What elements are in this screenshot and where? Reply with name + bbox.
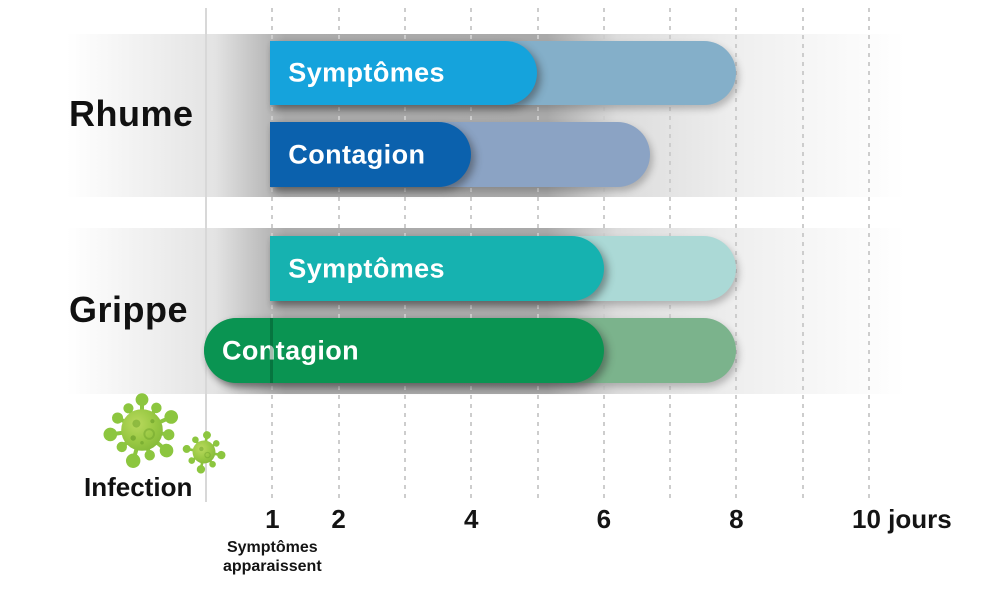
bar-label-grippe-contagion: Contagion xyxy=(222,335,360,365)
annotation-line-2: apparaissent xyxy=(222,558,322,575)
axis-tick-8: 8 xyxy=(729,504,744,534)
group-label-grippe: Grippe xyxy=(69,289,189,330)
group-label-rhume: Rhume xyxy=(69,93,194,134)
bar-rhume-symptomes: Symptômes xyxy=(270,41,538,105)
axis-tick-2: 2 xyxy=(331,504,346,534)
gridline-day-9 xyxy=(801,8,804,502)
bar-grippe-symptomes: Symptômes xyxy=(270,236,604,301)
bar-label-grippe-symptomes: Symptômes xyxy=(288,253,445,283)
axis-origin-line xyxy=(205,8,207,502)
gridline-day-10 xyxy=(868,8,870,502)
virus-icon-small xyxy=(182,431,226,474)
axis-tick-10: 10 jours xyxy=(852,504,952,534)
symptom-onset-divider xyxy=(270,318,274,383)
infection-label: Infection xyxy=(84,472,193,502)
virus-icon-large xyxy=(103,393,179,468)
gridline-day-8 xyxy=(735,8,738,502)
bar-rhume-contagion: Contagion xyxy=(270,122,472,187)
axis-tick-4: 4 xyxy=(463,504,479,534)
bar-grippe-contagion: Contagion xyxy=(204,318,604,383)
bar-label-rhume-contagion: Contagion xyxy=(288,139,426,169)
annotation-line-1: Symptômes xyxy=(226,539,318,556)
axis-tick-6: 6 xyxy=(596,504,612,534)
symptom-onset-annotation: Symptômes apparaissent xyxy=(223,538,322,576)
axis-tick-1: 1 xyxy=(265,504,280,534)
bar-label-rhume-symptomes: Symptômes xyxy=(288,57,445,88)
